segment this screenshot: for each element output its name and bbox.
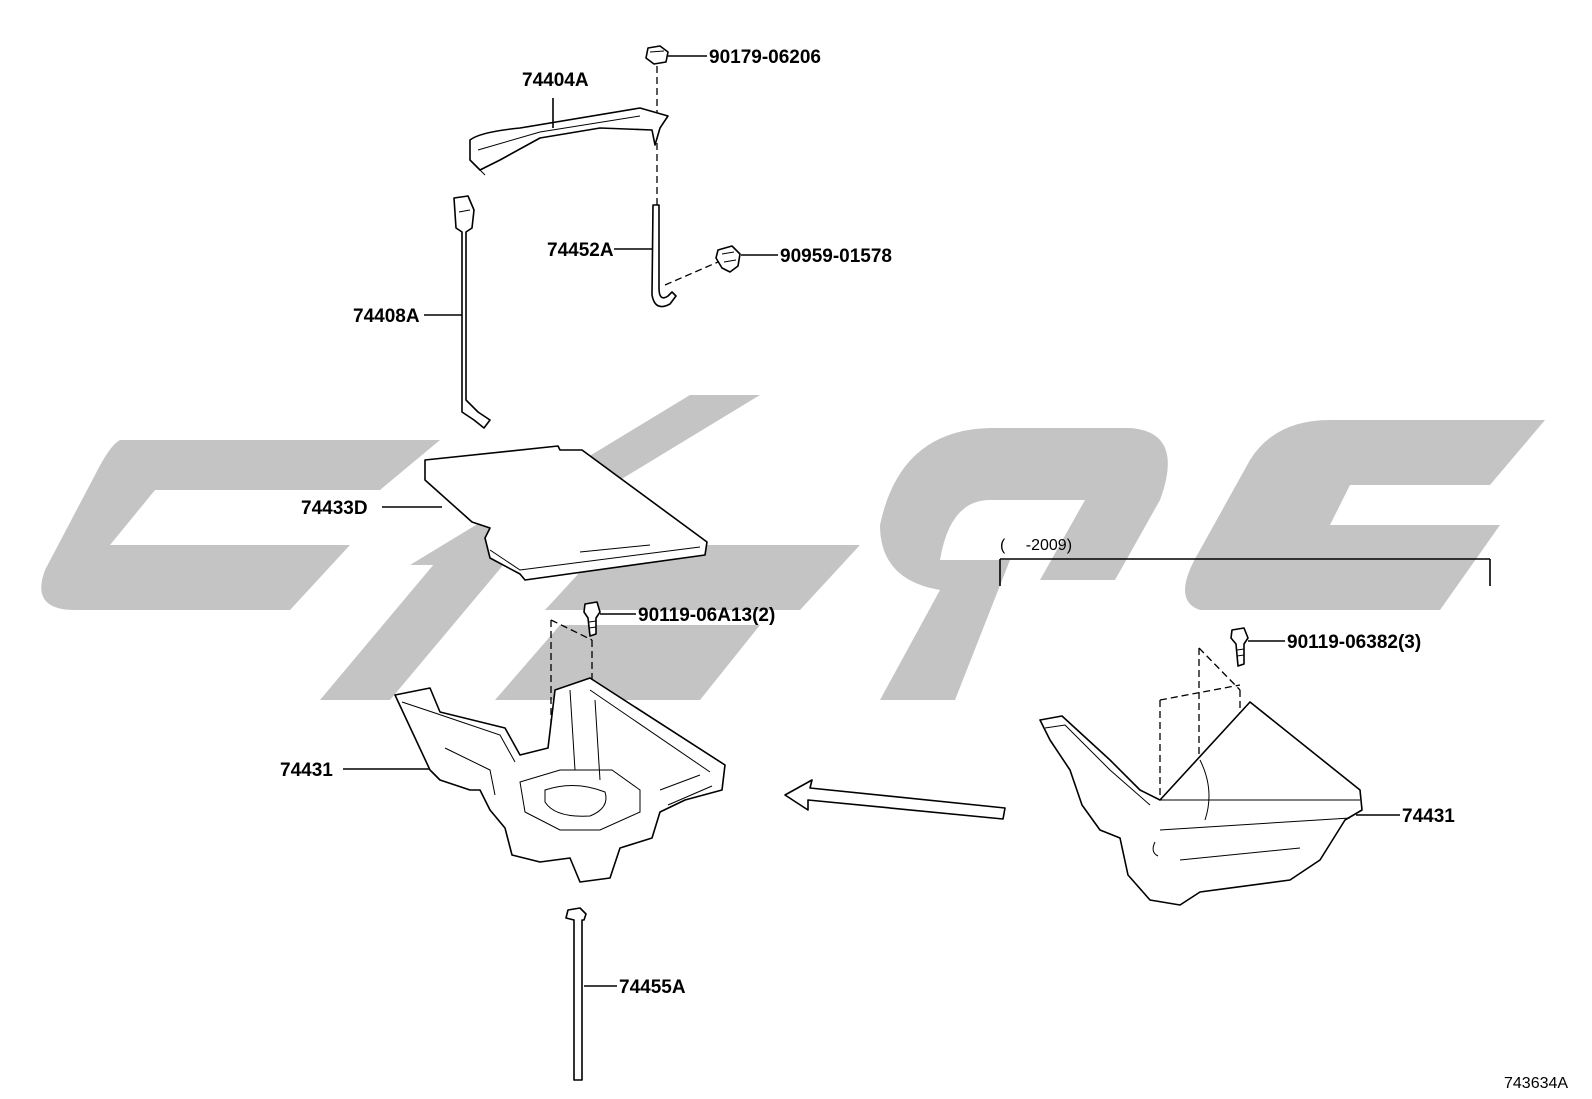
variant-date-label: ( -2009) <box>1000 537 1072 554</box>
callout-74452A: 74452A <box>547 240 614 261</box>
clip-90959-01578-icon <box>715 245 741 273</box>
watermark-logo <box>41 395 1545 700</box>
callout-90119-06382: 90119-06382(3) <box>1287 632 1421 653</box>
callout-74404A: 74404A <box>522 70 589 91</box>
nut-90179-06206-icon <box>645 45 669 65</box>
battery-tray-74431-main-icon <box>394 677 726 883</box>
callout-74455A: 74455A <box>619 977 686 998</box>
hook-bolt-74452A-icon <box>651 204 677 308</box>
bolt-90119-06A13-icon <box>583 601 601 637</box>
callout-90179-06206: 90179-06206 <box>709 47 821 68</box>
callout-74408A: 74408A <box>353 306 420 327</box>
insulator-74433D-icon <box>424 445 708 581</box>
figure-id: 743634A <box>1504 1075 1568 1092</box>
rod-74408A-icon <box>453 195 491 429</box>
variant-bracket: ( -2009) <box>999 537 1491 586</box>
bolt-90119-06382-icon <box>1230 627 1249 667</box>
callout-90959-01578: 90959-01578 <box>780 246 892 267</box>
callout-74433D: 74433D <box>301 498 368 519</box>
bracket-74404A-icon <box>469 107 669 176</box>
battery-tray-74431-alt-icon <box>1039 701 1363 906</box>
callout-74431-main: 74431 <box>280 760 333 781</box>
callout-90119-06A13: 90119-06A13(2) <box>638 605 775 626</box>
long-bolt-74455A-icon <box>565 907 587 1081</box>
replacement-arrow-icon <box>784 779 1006 820</box>
callout-74431-alt: 74431 <box>1402 806 1455 827</box>
